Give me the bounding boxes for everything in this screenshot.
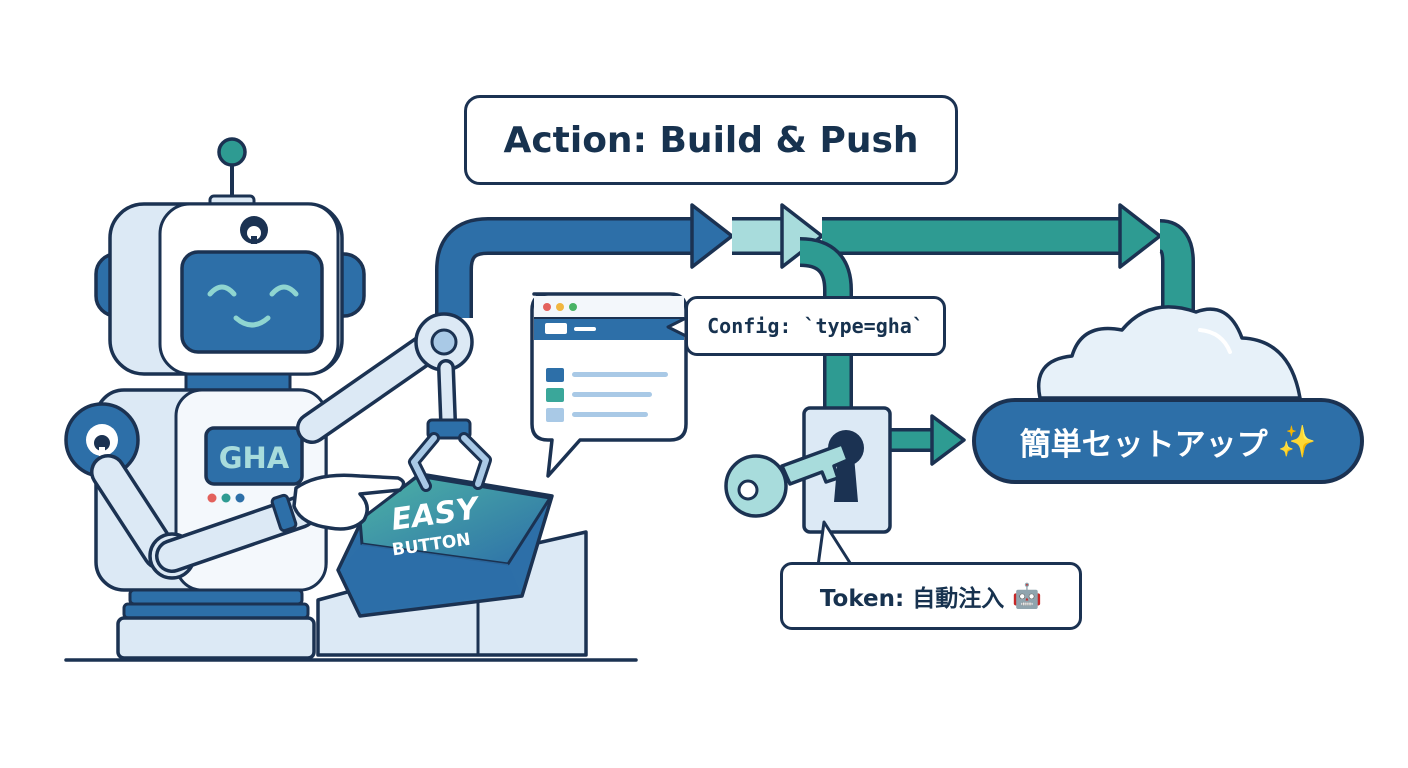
- config-label: Config: `type=gha`: [685, 296, 946, 356]
- chest-label: GHA: [219, 441, 290, 475]
- lock-panel: [802, 406, 892, 534]
- pointing-hand: [292, 473, 406, 531]
- config-window: [530, 292, 688, 478]
- arrow-head-blue: [690, 203, 734, 269]
- token-label: Token: 自動注入 🤖: [780, 562, 1082, 630]
- action-label-text: Action: Build & Push: [503, 119, 919, 161]
- pipe-teal-top: [822, 203, 1195, 310]
- status-light-red: [207, 493, 217, 503]
- config-label-text: Config: `type=gha`: [707, 314, 924, 338]
- window-min-dot: [556, 303, 564, 311]
- chest-screen: [204, 426, 304, 486]
- action-label: Action: Build & Push: [464, 95, 958, 185]
- robot-face-screen: [180, 250, 324, 354]
- arrow-head-teal-small: [930, 414, 966, 466]
- cloud-icon: [1037, 305, 1302, 400]
- robot: GHA: [64, 137, 492, 660]
- window-close-dot: [543, 303, 551, 311]
- status-light-blue: [235, 493, 245, 503]
- window-max-dot: [569, 303, 577, 311]
- pipe-to-setup: [888, 414, 966, 466]
- pipe-main-blue: [435, 203, 734, 318]
- easy-button[interactable]: EASY BUTTON: [336, 472, 554, 618]
- smile-face-icon: [207, 284, 299, 328]
- pipe-branch-down: [799, 237, 853, 410]
- key-icon: [724, 442, 850, 518]
- github-logo-icon: [240, 216, 268, 244]
- keyhole-icon: [828, 430, 864, 502]
- github-logo-icon: [86, 424, 118, 456]
- setup-pill: 簡単セットアップ ✨: [972, 398, 1364, 484]
- robot-face-icon: 🤖: [1012, 582, 1043, 610]
- sparkle-icon: ✨: [1277, 423, 1317, 460]
- pipe-light-segment: [732, 203, 824, 269]
- setup-pill-text: 簡単セットアップ: [1019, 426, 1268, 463]
- arrow-head-teal-top: [1118, 203, 1162, 269]
- token-label-text: Token: 自動注入: [819, 586, 1005, 612]
- claw-base: [426, 418, 472, 440]
- status-light-teal: [221, 493, 231, 503]
- antenna-ball: [217, 137, 247, 167]
